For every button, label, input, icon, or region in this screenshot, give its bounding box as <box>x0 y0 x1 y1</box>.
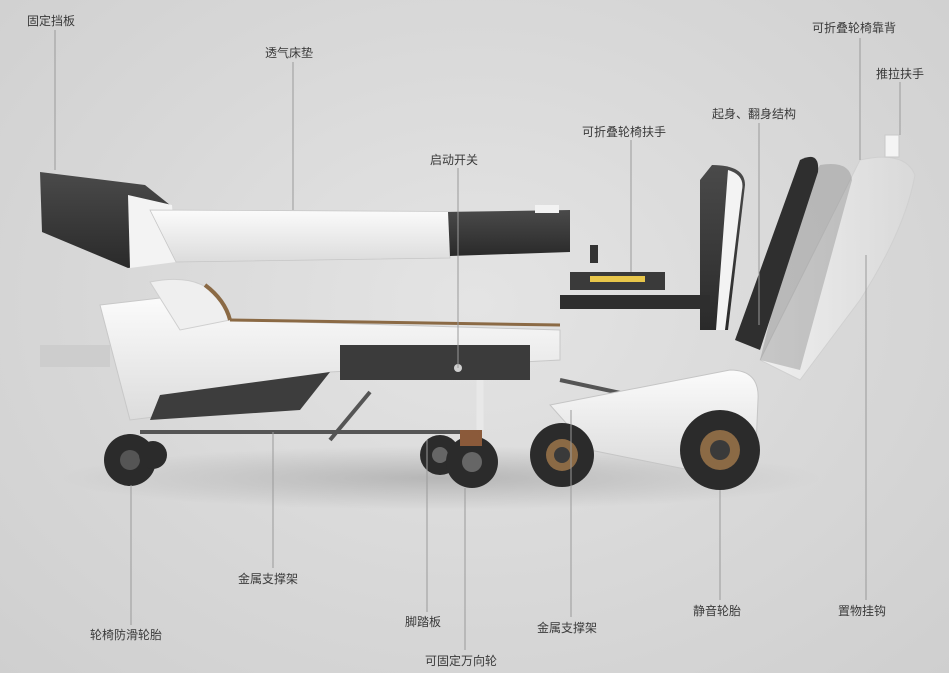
label-lockable-caster: 可固定万向轮 <box>425 654 498 668</box>
label-lift-turn-mechanism: 起身、翻身结构 <box>712 107 797 121</box>
bed-body <box>40 278 561 421</box>
label-metal-frame-left: 金属支撑架 <box>238 572 299 586</box>
foldable-backrest-part <box>735 134 916 381</box>
antiskid-tire-wheels <box>104 434 167 486</box>
label-footrest: 脚踏板 <box>405 615 442 629</box>
label-push-handle: 推拉扶手 <box>876 67 925 81</box>
label-breathable-mattress: 透气床垫 <box>265 46 314 60</box>
label-antiskid-tire: 轮椅防滑轮胎 <box>90 628 163 642</box>
label-start-switch: 启动开关 <box>430 153 479 167</box>
armrest-part <box>560 245 710 309</box>
lockable-caster-wheels <box>420 430 498 488</box>
label-foldable-backrest: 可折叠轮椅靠背 <box>812 21 897 35</box>
label-foldable-armrest: 可折叠轮椅扶手 <box>582 125 667 139</box>
label-hook: 置物挂钩 <box>838 604 887 618</box>
silent-wheels <box>530 410 760 490</box>
leader-lines <box>54 30 901 650</box>
label-metal-frame-right: 金属支撑架 <box>537 621 598 635</box>
label-silent-wheel: 静音轮胎 <box>693 604 742 618</box>
ground-shadow <box>60 446 820 510</box>
breathable-mattress-part <box>149 205 570 263</box>
seat-back <box>700 165 745 330</box>
label-fixed-baffle: 固定挡板 <box>27 14 76 28</box>
